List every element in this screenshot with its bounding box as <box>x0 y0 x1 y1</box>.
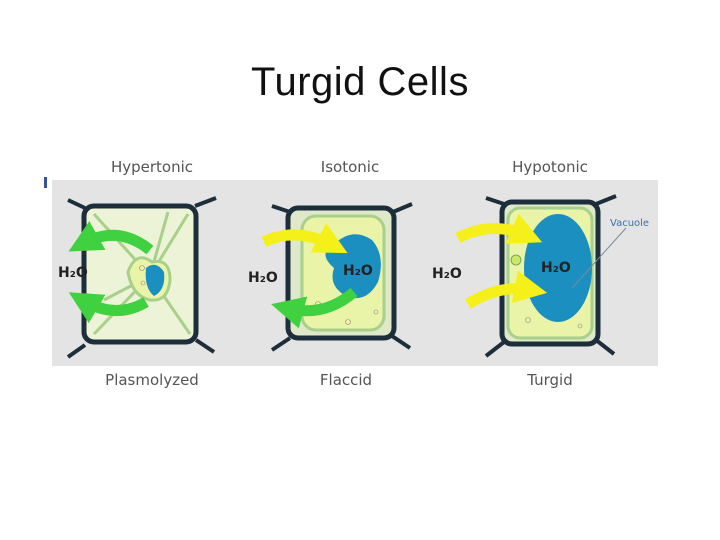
label-isotonic: Isotonic <box>321 158 379 176</box>
label-hypotonic: Hypotonic <box>512 158 588 176</box>
slide-title: Turgid Cells <box>251 60 469 104</box>
arrow-in <box>455 213 543 244</box>
water-label: H₂O <box>58 265 88 281</box>
cell-flaccid: H₂O H₂O <box>248 202 413 352</box>
arrow-in <box>465 270 548 309</box>
vacuole-label: Vacuole <box>610 218 649 229</box>
vacuole-pointer <box>571 227 627 289</box>
label-hypertonic: Hypertonic <box>111 158 193 176</box>
vacuole-small <box>145 264 165 296</box>
water-label-outside: H₂O <box>432 266 462 282</box>
arrow-out <box>68 221 154 255</box>
header-band <box>52 155 658 180</box>
label-turgid: Turgid <box>526 371 573 389</box>
water-label-inside: H₂O <box>343 263 373 279</box>
label-flaccid: Flaccid <box>320 371 372 389</box>
arrow-out <box>271 287 358 329</box>
cell-turgid: H₂O H₂O Vacuole <box>432 194 649 358</box>
bullet-marker <box>44 177 47 188</box>
cell-plasmolyzed: H₂O <box>58 196 217 359</box>
label-plasmolyzed: Plasmolyzed <box>105 371 199 389</box>
water-label-outside: H₂O <box>248 270 278 286</box>
arrow-out <box>68 292 149 324</box>
water-label-inside: H₂O <box>541 260 571 276</box>
arrow-in <box>261 223 348 254</box>
